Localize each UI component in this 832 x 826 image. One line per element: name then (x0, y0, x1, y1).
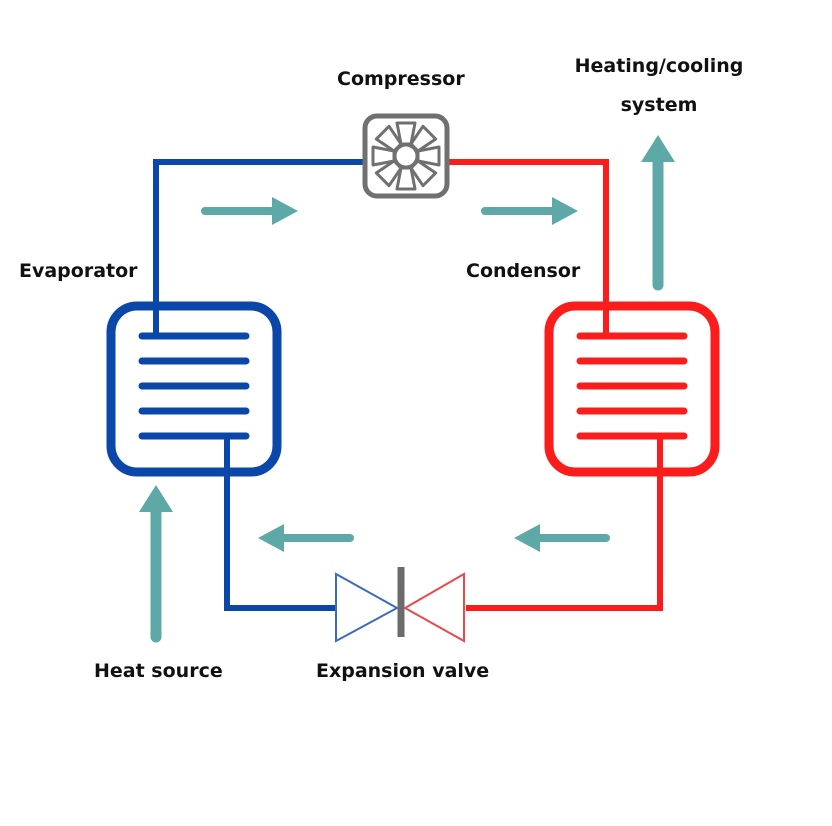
valve-cold-triangle (335, 572, 400, 643)
compressor-icon (362, 113, 450, 199)
heating-cooling-label-line1: Heating/cooling (574, 55, 744, 77)
evaporator-label: Evaporator (19, 260, 138, 282)
flow-arrow-bottom-right (514, 524, 610, 552)
fan-icon (371, 121, 441, 191)
heating-cooling-system-label: Heating/cooling system (566, 47, 752, 125)
evaporator-to-compressor-pipe (153, 159, 363, 336)
condensor-coils (576, 332, 688, 440)
expansion-valve-icon (335, 567, 465, 643)
evaporator-exchanger (106, 300, 282, 477)
condensor-label: Condensor (466, 260, 581, 282)
valve-to-evaporator-pipe (224, 436, 335, 611)
flow-arrow-top-right (481, 197, 578, 225)
cold-side-piping (153, 159, 363, 611)
flow-arrows (139, 135, 675, 643)
valve-hot-triangle (402, 572, 465, 643)
flow-arrow-bottom-left (258, 524, 354, 552)
hot-side-piping (447, 159, 663, 611)
flow-arrow-top-left (201, 197, 298, 225)
heat-source-label: Heat source (94, 660, 223, 682)
heating-system-arrow-icon (641, 135, 675, 291)
expansion-valve-label: Expansion valve (316, 660, 490, 682)
compressor-to-condensor-pipe (447, 159, 609, 336)
compressor-label: Compressor (337, 68, 465, 90)
heating-cooling-label-line2: system (620, 94, 698, 116)
heat-source-arrow-icon (139, 485, 173, 643)
condensor-exchanger (544, 300, 720, 477)
condensor-to-valve-pipe (466, 436, 663, 611)
